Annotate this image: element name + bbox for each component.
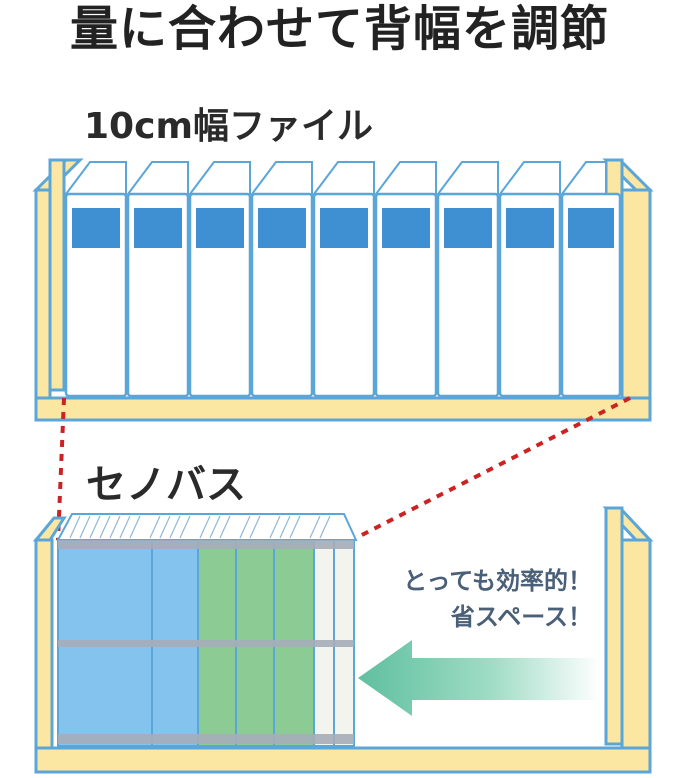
binder [128,162,188,396]
message-line-1: とっても効率的！ [362,563,592,599]
binder-row [66,162,620,396]
top-bookshelf [36,160,650,420]
binder [438,162,498,396]
compact-binder [58,540,354,746]
arrow-left-icon [358,640,600,716]
message-line-2: 省スペース！ [362,599,592,635]
binder [500,162,560,396]
binder [562,162,620,396]
binder [190,162,250,396]
top-label: 10cm幅ファイル [84,97,373,149]
bottom-bookshelf [36,508,650,772]
binder [314,162,374,396]
binder [376,162,436,396]
space-saving-message: とっても効率的！ 省スペース！ [362,563,592,635]
binder [252,162,312,396]
bottom-label: セノバス [86,452,246,510]
binder [66,162,126,396]
